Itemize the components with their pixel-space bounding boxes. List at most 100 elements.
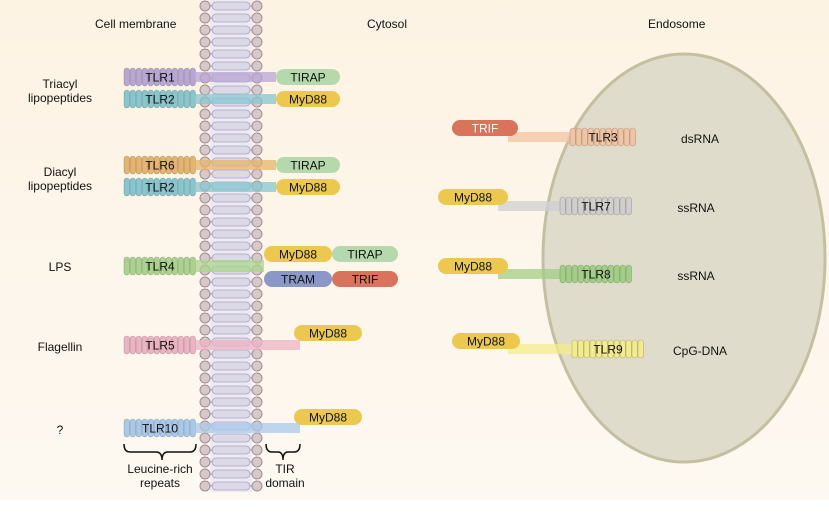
tlr2a-receptor: TLR2: [123, 89, 196, 109]
lipid-pair: [199, 120, 263, 132]
lipid-pair: [199, 168, 263, 180]
tram-adaptor-label: TRAM: [281, 273, 315, 287]
ligand-ssrna-tlr8: ssRNA: [677, 269, 715, 283]
tlr8-tir-tail: [498, 269, 562, 279]
tlr9-tir-tail: [508, 344, 574, 354]
tlr8-receptor-label: TLR8: [581, 268, 611, 282]
tram-adaptor: TRAM: [264, 271, 332, 287]
tlr6-tir-tail: [196, 160, 276, 170]
lipid-pair: [199, 360, 263, 372]
tlr2b-receptor: TLR2: [123, 177, 196, 197]
lipid-pair: [199, 144, 263, 156]
tlr8-receptor: TLR8: [559, 264, 632, 284]
myd88-adaptor-5-label: MyD88: [309, 327, 347, 341]
lipid-pair: [199, 132, 263, 144]
myd88-adaptor-10-label: MyD88: [309, 411, 347, 425]
lipid-pair: [199, 0, 263, 12]
lipid-pair: [199, 456, 263, 468]
lipid-pair: [199, 288, 263, 300]
myd88-adaptor-9-label: MyD88: [467, 335, 505, 349]
header-cell-membrane: Cell membrane: [95, 17, 177, 31]
tlr1-receptor: TLR1: [123, 67, 196, 87]
lipid-pair: [199, 372, 263, 384]
myd88-adaptor-1: MyD88: [276, 91, 340, 107]
tlr2b-tir-tail: [196, 182, 276, 192]
receptor-adaptor-links: [196, 72, 574, 433]
lipid-pair: [199, 468, 263, 480]
ligand-triacyl-lipopeptides: Triacyl lipopeptides: [27, 77, 93, 105]
trif-adaptor-1-label: TRIF: [352, 273, 379, 287]
endosome-compartment: [541, 52, 827, 464]
diagram-canvas: TLR1TLR2TLR6TLR2TLR4TLR5TLR10TLR3TLR7TLR…: [123, 0, 827, 492]
myd88-adaptor-3-label: MyD88: [279, 248, 317, 262]
tlr9-receptor: TLR9: [571, 339, 644, 359]
lipid-pair: [199, 228, 263, 240]
tlr5-receptor: TLR5: [123, 335, 196, 355]
ligand-unknown: ?: [56, 423, 64, 437]
myd88-adaptor-8: MyD88: [438, 258, 508, 274]
lipid-pair: [199, 192, 263, 204]
tlr-receptors: TLR1TLR2TLR6TLR2TLR4TLR5TLR10TLR3TLR7TLR…: [123, 67, 644, 438]
tlr7-receptor-label: TLR7: [581, 200, 611, 214]
tlr2a-tir-tail: [196, 94, 276, 104]
ligand-ssrna-tlr7: ssRNA: [677, 201, 715, 215]
lipid-pair: [199, 408, 263, 420]
tlr6-receptor-label: TLR6: [145, 159, 175, 173]
myd88-adaptor-8-label: MyD88: [454, 260, 492, 274]
lipid-pair: [199, 444, 263, 456]
tlr7-receptor: TLR7: [559, 196, 632, 216]
tlr10-receptor: TLR10: [123, 418, 196, 438]
trif-adaptor-3-label: TRIF: [472, 122, 499, 136]
lipid-pair: [199, 216, 263, 228]
lipid-pair: [199, 240, 263, 252]
tlr5-tir-tail: [196, 340, 300, 350]
lipid-pair: [199, 60, 263, 72]
header-cytosol: Cytosol: [367, 17, 408, 31]
tlr6-receptor: TLR6: [123, 155, 196, 175]
tlr10-receptor-label: TLR10: [142, 422, 178, 436]
lipid-pair: [199, 324, 263, 336]
header-endosome: Endosome: [648, 17, 706, 31]
lipid-pair: [199, 348, 263, 360]
lipid-pair: [199, 12, 263, 24]
tir-bracket: [265, 443, 301, 461]
lipid-pair: [199, 312, 263, 324]
ligand-cpg-dna: CpG-DNA: [672, 344, 727, 358]
ligand-diacyl-lipopeptides: Diacyl lipopeptides: [27, 165, 93, 193]
tlr3-tir-tail: [508, 132, 572, 142]
tlr1-receptor-label: TLR1: [145, 71, 175, 85]
tlr4-receptor-label: TLR4: [145, 260, 175, 274]
ligand-lps: LPS: [48, 260, 72, 274]
lipid-pair: [199, 396, 263, 408]
tlr2b-receptor-label: TLR2: [145, 181, 175, 195]
myd88-adaptor-2: MyD88: [276, 179, 340, 195]
tlr9-receptor-label: TLR9: [593, 343, 623, 357]
trif-adaptor-1: TRIF: [332, 271, 398, 287]
tirap-adaptor-2: TIRAP: [276, 157, 340, 173]
tlr10-tir-tail: [196, 423, 300, 433]
myd88-adaptor-5: MyD88: [294, 325, 362, 341]
lipid-pair: [199, 48, 263, 60]
annotation-tir-domain: TIR domain: [265, 462, 305, 490]
lipid-pair: [199, 36, 263, 48]
lipid-pair: [199, 384, 263, 396]
tlr3-receptor: TLR3: [569, 127, 636, 147]
tlr4-receptor: TLR4: [123, 256, 196, 276]
lipid-pair: [199, 204, 263, 216]
tlr5-receptor-label: TLR5: [145, 339, 175, 353]
lrr-bracket: [123, 443, 197, 461]
myd88-adaptor-7-label: MyD88: [454, 191, 492, 205]
tlr3-receptor-label: TLR3: [588, 131, 618, 145]
tirap-adaptor-3: TIRAP: [332, 246, 398, 262]
tlr2a-receptor-label: TLR2: [145, 93, 175, 107]
tlr7-tir-tail: [498, 201, 562, 211]
tlr1-tir-tail: [196, 72, 276, 82]
myd88-adaptor-9: MyD88: [452, 333, 520, 349]
tirap-adaptor-2-label: TIRAP: [290, 159, 325, 173]
trif-adaptor-3: TRIF: [452, 120, 518, 136]
myd88-adaptor-2-label: MyD88: [289, 181, 327, 195]
ligand-dsrna: dsRNA: [680, 132, 719, 146]
tirap-adaptor-1: TIRAP: [276, 69, 340, 85]
myd88-adaptor-7: MyD88: [438, 189, 508, 205]
